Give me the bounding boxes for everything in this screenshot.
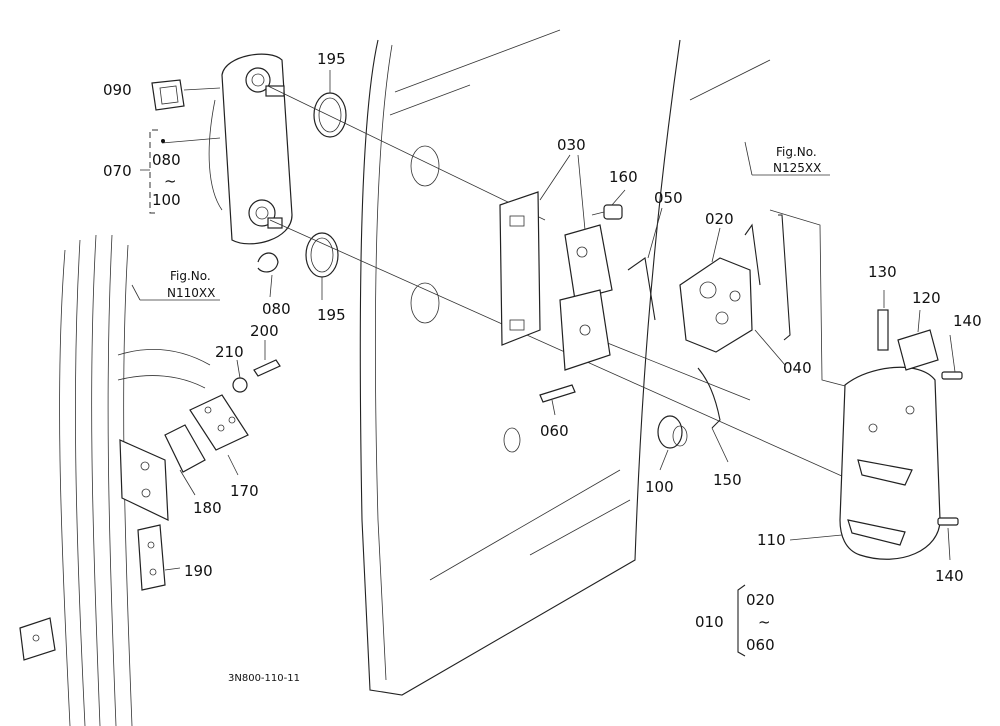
callout-090: 090 bbox=[103, 81, 132, 99]
callout-020: 020 bbox=[705, 210, 734, 228]
callout-060: 060 bbox=[540, 422, 569, 440]
fig-ref-label: Fig.No. bbox=[170, 269, 211, 283]
spring-150 bbox=[697, 367, 721, 429]
callout-030: 030 bbox=[557, 136, 586, 154]
bracket-070 bbox=[149, 129, 158, 214]
callout-160: 160 bbox=[609, 168, 638, 186]
callout-100-cylinder: 100 bbox=[645, 478, 674, 496]
callout-210: 210 bbox=[215, 343, 244, 361]
callout-140-bottom: 140 bbox=[935, 567, 964, 585]
fig-ref-number: N125XX bbox=[773, 161, 821, 175]
inner-handle bbox=[208, 53, 293, 245]
callout-170: 170 bbox=[230, 482, 259, 500]
pin-130 bbox=[877, 309, 889, 351]
callout-120: 120 bbox=[912, 289, 941, 307]
screw-060 bbox=[539, 384, 576, 403]
callout-180: 180 bbox=[193, 499, 222, 517]
callout-tilde-010: ~ bbox=[758, 613, 771, 631]
fig-ref-label: Fig.No. bbox=[776, 145, 817, 159]
striker-assembly bbox=[137, 359, 281, 591]
callout-130: 130 bbox=[868, 263, 897, 281]
callout-050: 050 bbox=[654, 189, 683, 207]
fig-ref-n125xx: Fig.No. N125XX bbox=[773, 145, 821, 175]
fig-ref-number: N110XX bbox=[167, 286, 215, 300]
leader-lines bbox=[131, 70, 956, 571]
callout-110: 110 bbox=[757, 531, 786, 549]
callout-labels: 090 070 080 ~ 100 195 195 080 200 210 17… bbox=[103, 50, 982, 654]
callout-195-bottom: 195 bbox=[317, 306, 346, 324]
callout-100-range-end: 100 bbox=[152, 191, 181, 209]
lock-plate-030 bbox=[499, 191, 541, 346]
escutcheon-090 bbox=[151, 79, 185, 111]
callout-140-top: 140 bbox=[953, 312, 982, 330]
dot-marker bbox=[161, 139, 165, 143]
door-glass-panel bbox=[359, 29, 771, 696]
fig-ref-n110xx: Fig.No. N110XX bbox=[167, 269, 215, 300]
callout-195-top: 195 bbox=[317, 50, 346, 68]
callout-080-clip: 080 bbox=[262, 300, 291, 318]
callout-tilde-070: ~ bbox=[164, 172, 177, 190]
clip-080 bbox=[257, 252, 279, 273]
callout-190: 190 bbox=[184, 562, 213, 580]
callout-150: 150 bbox=[713, 471, 742, 489]
bolt-160 bbox=[591, 204, 623, 220]
outer-handle-cover-110 bbox=[839, 366, 941, 560]
seal-rings-195 bbox=[305, 92, 347, 278]
key-cylinder-100 bbox=[657, 415, 688, 449]
assembly-lines bbox=[267, 85, 941, 521]
callout-060-range-end: 060 bbox=[746, 636, 775, 654]
lock-mechanism-020 bbox=[679, 223, 761, 353]
callout-200: 200 bbox=[250, 322, 279, 340]
callout-080-range-start: 080 bbox=[152, 151, 181, 169]
callout-070: 070 bbox=[103, 162, 132, 180]
callout-040: 040 bbox=[783, 359, 812, 377]
screw-140-top bbox=[941, 371, 963, 380]
drawing-code: 3N800-110-11 bbox=[228, 673, 300, 684]
bracket-010 bbox=[737, 584, 746, 657]
knob-120 bbox=[897, 329, 939, 371]
callout-010: 010 bbox=[695, 613, 724, 631]
latch-body bbox=[559, 224, 613, 371]
door-frame-pillar bbox=[19, 234, 211, 726]
rod-050 bbox=[627, 257, 656, 321]
callout-020-range-start: 020 bbox=[746, 591, 775, 609]
screw-140-bottom bbox=[937, 517, 959, 526]
